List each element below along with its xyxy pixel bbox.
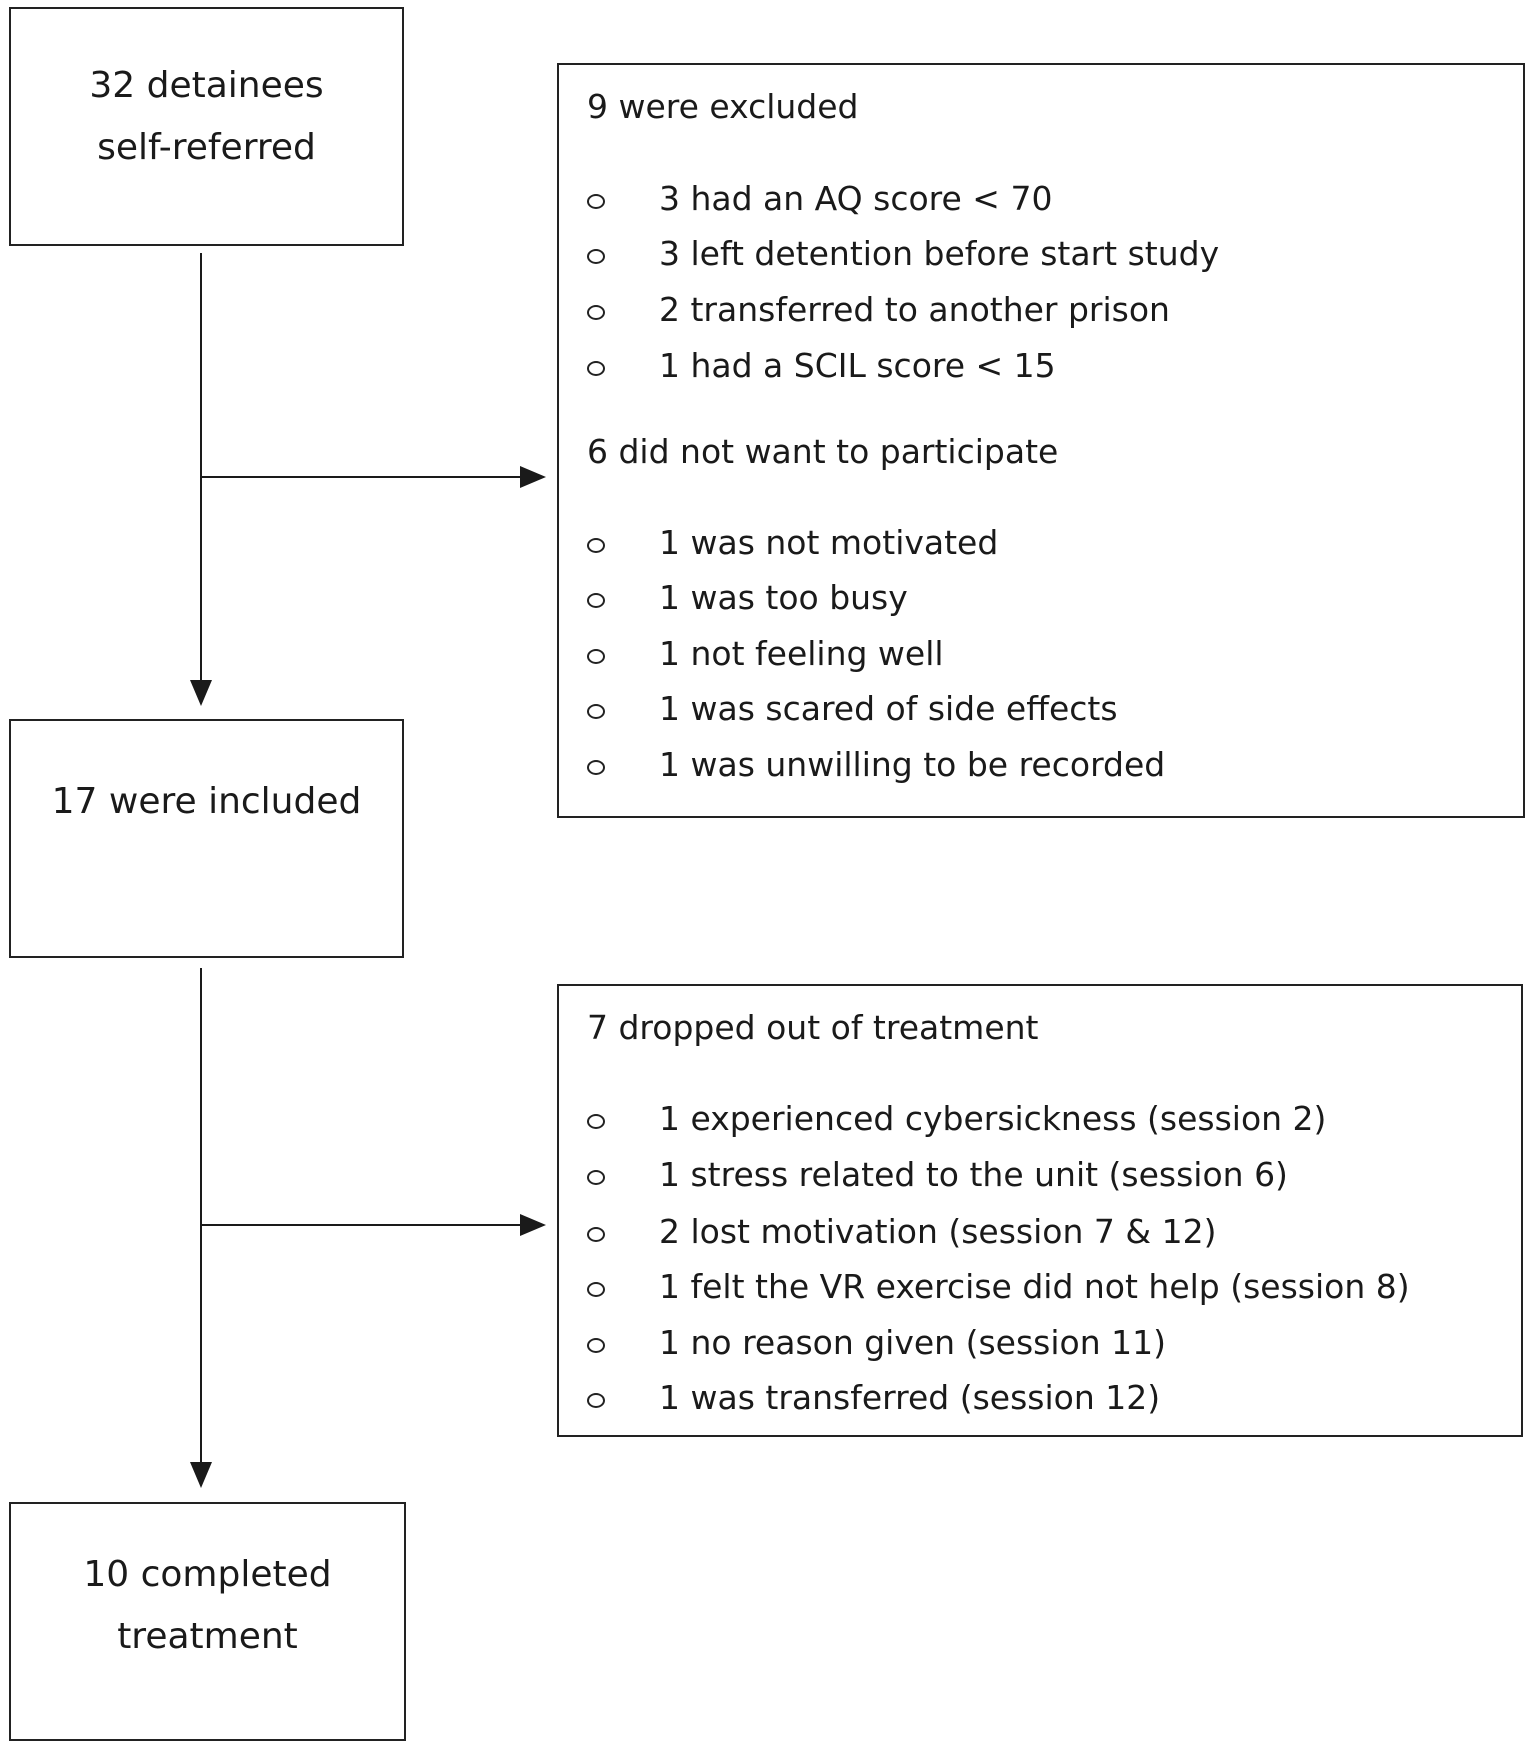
completed-line1: 10 completed bbox=[83, 1554, 332, 1595]
bullet-icon bbox=[587, 1393, 605, 1408]
bullet-icon bbox=[587, 361, 605, 376]
bullet-icon bbox=[587, 249, 605, 264]
bullet-icon bbox=[587, 593, 605, 608]
list-item: 1 was too busy bbox=[587, 578, 908, 617]
list-item: 1 felt the VR exercise did not help (ses… bbox=[587, 1267, 1410, 1306]
completed-line2: treatment bbox=[117, 1616, 298, 1657]
bullet-icon bbox=[587, 1282, 605, 1297]
referred-box: 32 detainees self-referred bbox=[9, 7, 404, 246]
arrowhead-right-1 bbox=[520, 466, 546, 488]
list-item: 1 was not motivated bbox=[587, 523, 998, 562]
list-item: 3 had an AQ score < 70 bbox=[587, 179, 1052, 218]
referred-line2: self-referred bbox=[97, 127, 316, 168]
arrowhead-down-1 bbox=[190, 680, 212, 706]
arrowhead-right-2 bbox=[520, 1214, 546, 1236]
list-item: 1 was scared of side effects bbox=[587, 689, 1118, 728]
bullet-icon bbox=[587, 704, 605, 719]
list-item: 1 no reason given (session 11) bbox=[587, 1323, 1166, 1362]
bullet-icon bbox=[587, 305, 605, 320]
list-item: 1 was unwilling to be recorded bbox=[587, 745, 1165, 784]
exclusion-box: 9 were excluded 3 had an AQ score < 70 3… bbox=[557, 63, 1525, 818]
bullet-icon bbox=[587, 194, 605, 209]
bullet-icon bbox=[587, 1227, 605, 1242]
list-item: 3 left detention before start study bbox=[587, 234, 1219, 273]
bullet-icon bbox=[587, 1338, 605, 1353]
excluded-heading: 9 were excluded bbox=[587, 87, 859, 126]
list-item: 1 not feeling well bbox=[587, 634, 944, 673]
included-line1: 17 were included bbox=[51, 781, 362, 822]
declined-heading: 6 did not want to participate bbox=[587, 432, 1059, 471]
referred-line1: 32 detainees bbox=[89, 65, 324, 106]
dropout-heading: 7 dropped out of treatment bbox=[587, 1008, 1039, 1047]
list-item: 1 stress related to the unit (session 6) bbox=[587, 1155, 1288, 1194]
bullet-icon bbox=[587, 538, 605, 553]
bullet-icon bbox=[587, 649, 605, 664]
list-item: 1 had a SCIL score < 15 bbox=[587, 346, 1056, 385]
list-item: 2 transferred to another prison bbox=[587, 290, 1170, 329]
bullet-icon bbox=[587, 760, 605, 775]
list-item: 1 was transferred (session 12) bbox=[587, 1378, 1160, 1417]
dropout-box: 7 dropped out of treatment 1 experienced… bbox=[557, 984, 1523, 1437]
list-item: 2 lost motivation (session 7 & 12) bbox=[587, 1212, 1216, 1251]
included-box: 17 were included bbox=[9, 719, 404, 958]
bullet-icon bbox=[587, 1170, 605, 1185]
list-item: 1 experienced cybersickness (session 2) bbox=[587, 1099, 1326, 1138]
arrowhead-down-2 bbox=[190, 1462, 212, 1488]
completed-box: 10 completed treatment bbox=[9, 1502, 406, 1741]
bullet-icon bbox=[587, 1114, 605, 1129]
